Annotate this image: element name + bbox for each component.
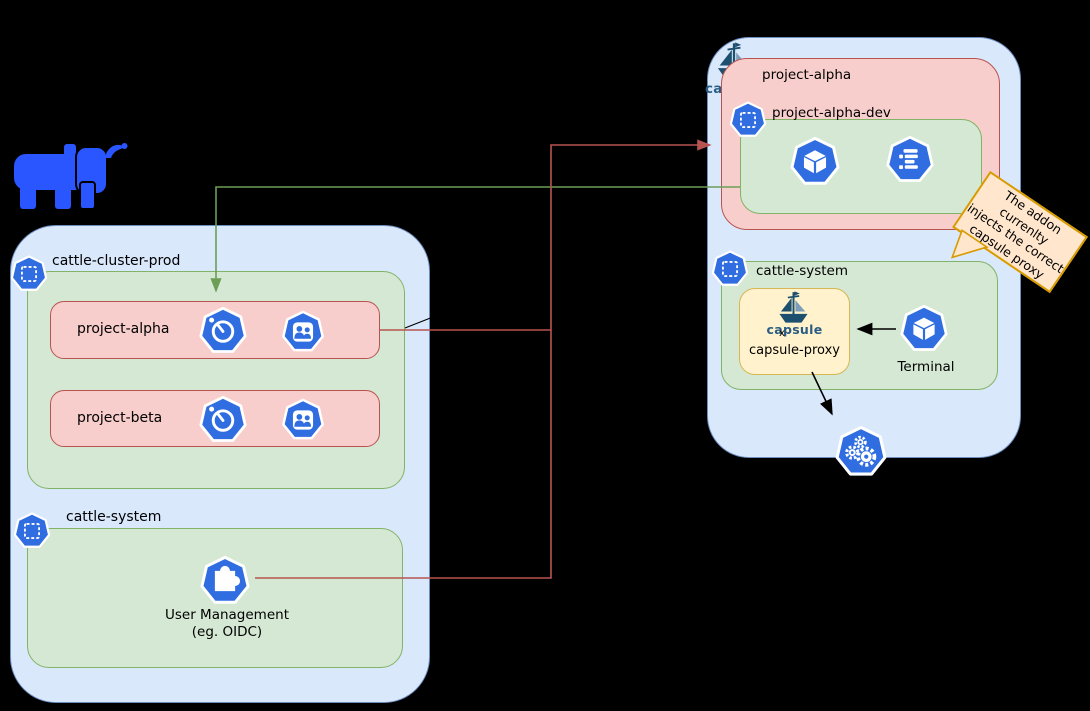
annotation-note: The addon currenlty injects the correct …	[950, 170, 1088, 294]
limits-icon	[197, 305, 249, 357]
pod-icon	[898, 303, 950, 355]
users-icon	[280, 397, 326, 443]
user-management-line1: User Management	[165, 607, 289, 623]
users-icon	[280, 309, 326, 355]
rancher-cow-icon	[14, 143, 128, 210]
proxy-capsule-text: capsule	[766, 322, 823, 337]
project-alpha-dev-box	[740, 119, 982, 214]
quota-icon	[884, 134, 936, 186]
project-alpha-label: project-alpha	[77, 321, 170, 337]
capsule-proxy-box	[739, 288, 850, 375]
namespace-icon	[710, 249, 750, 289]
cluster-title: cattle-cluster-prod	[52, 253, 181, 269]
plugin-icon	[198, 554, 252, 608]
capsule-proxy-label: capsule-proxy	[749, 343, 840, 358]
user-management-line2: (eg. OIDC)	[191, 624, 263, 640]
pod-icon	[788, 135, 842, 189]
left-cattle-system-title: cattle-system	[66, 509, 162, 525]
limits-icon	[197, 394, 249, 446]
namespace-icon	[12, 511, 52, 551]
namespace-icon	[728, 100, 768, 140]
note-tail	[950, 229, 989, 259]
edge-endpoint-marker: x	[779, 328, 785, 339]
project-beta-label: project-beta	[77, 410, 163, 426]
right-project-alpha-label: project-alpha	[762, 67, 852, 83]
capsule-ship-icon	[778, 291, 809, 326]
user-management-label: User Management (eg. OIDC)	[97, 607, 357, 641]
control-plane-icon	[833, 424, 889, 480]
right-cattle-system-title-overlay: cattle-system	[756, 263, 849, 279]
namespace-icon	[9, 254, 49, 294]
terminal-label: Terminal	[897, 359, 955, 375]
project-alpha-dev-label: project-alpha-dev	[772, 105, 891, 121]
